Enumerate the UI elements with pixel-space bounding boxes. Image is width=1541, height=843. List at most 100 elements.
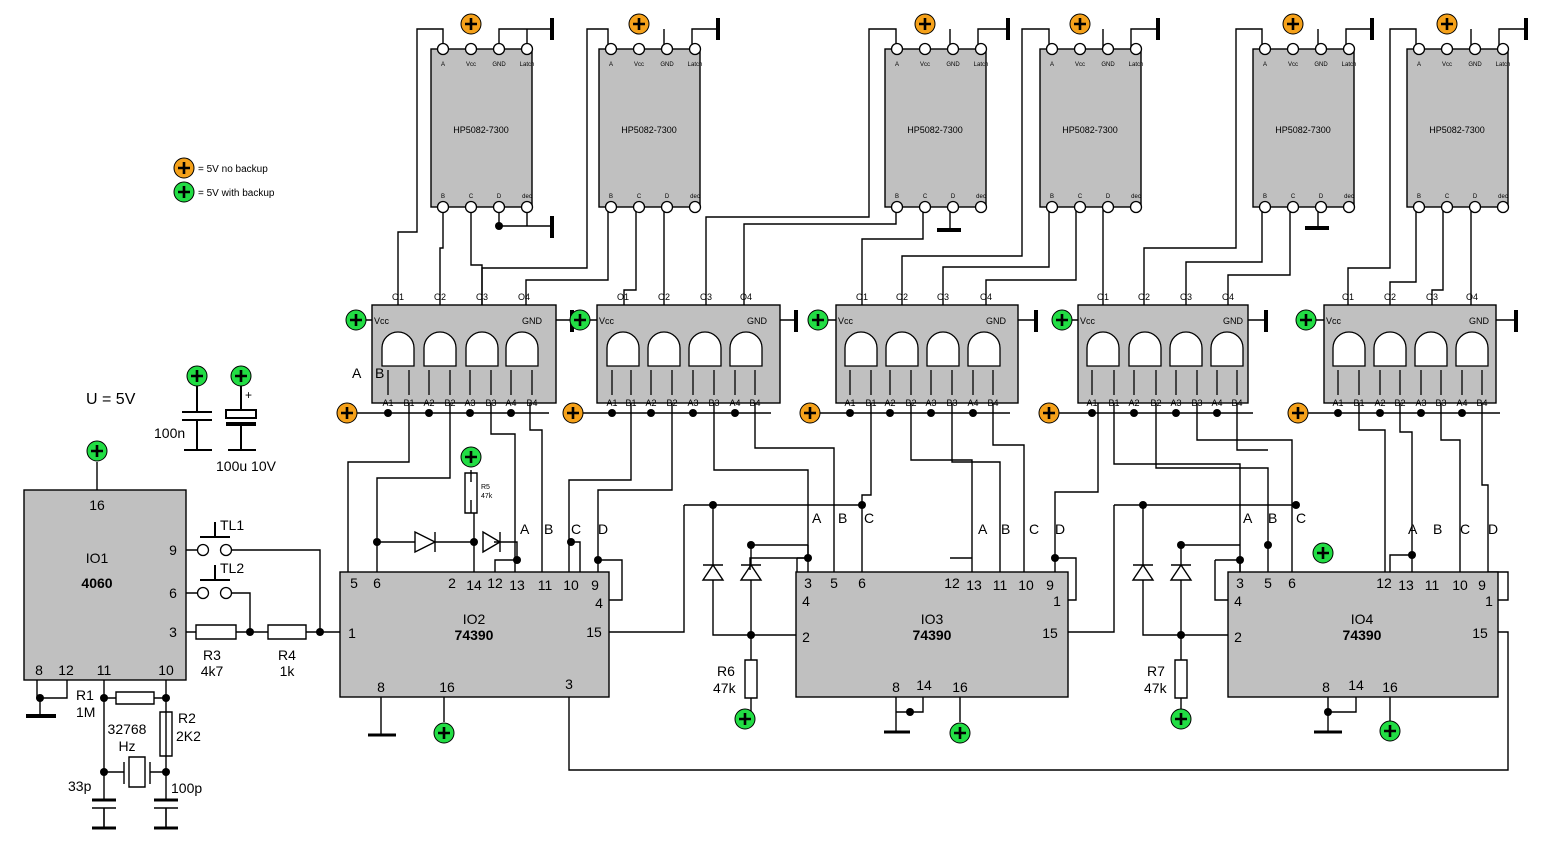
display-pin-label: Vcc [1442, 62, 1452, 68]
display-pin-label: D [1319, 194, 1324, 200]
io4-pin: 9 [1478, 577, 1486, 593]
crystal-frequency: 32768 [108, 721, 147, 737]
io3-pin: 15 [1042, 625, 1058, 641]
latch-output-label: O4 [1222, 292, 1234, 302]
junction-dot [804, 554, 812, 562]
junction-dot [689, 409, 697, 417]
io2-pin: 16 [439, 679, 455, 695]
io3-pin: 10 [1018, 577, 1034, 593]
latch-input-label: B1 [865, 398, 876, 408]
display-pin [1468, 200, 1482, 214]
latch-gnd-label: GND [986, 316, 1007, 326]
display-pin [1129, 42, 1143, 56]
display-pin [974, 42, 988, 56]
io3-pin: 11 [993, 577, 1008, 593]
bcd-line-label: A [352, 365, 362, 381]
io2-part: 74390 [455, 627, 494, 643]
supply-no-backup-icon [335, 401, 359, 425]
junction-dot [425, 409, 433, 417]
junction-dot [1417, 409, 1425, 417]
c2-label: 100u 10V [216, 458, 277, 474]
latch-output-label: O1 [392, 292, 404, 302]
junction-dot [1324, 708, 1332, 716]
display-pin [1258, 42, 1272, 56]
r3-value: 4k7 [201, 663, 224, 679]
display-pin-label: Vcc [466, 62, 476, 68]
io3-part: 74390 [913, 627, 952, 643]
latch-input-label: B4 [1476, 398, 1487, 408]
display-pin-label: GND [1314, 62, 1328, 68]
supply-with-backup-icon [1378, 719, 1402, 743]
display-pin-label: Vcc [920, 62, 930, 68]
latch-output-label: O1 [617, 292, 629, 302]
bcd-line-label: C [1460, 521, 1470, 537]
io2-pin: 5 [350, 575, 358, 591]
c1-label: 100n [154, 425, 185, 441]
display-part-label: HP5082-7300 [1429, 125, 1485, 135]
display-pin-label: Vcc [1288, 62, 1298, 68]
display-pin-label: dec [1498, 194, 1508, 200]
display-pin [604, 42, 618, 56]
io2-name: IO2 [463, 611, 486, 627]
io4-pin: 12 [1376, 575, 1392, 591]
latch-input-label: A2 [1128, 398, 1139, 408]
io3-pin: 1 [1053, 593, 1061, 609]
display-pin [1129, 200, 1143, 214]
display-pin [520, 200, 534, 214]
latch-input-label: A3 [1170, 398, 1181, 408]
supply-plus-icon [229, 364, 253, 388]
display-pin-label: B [1050, 194, 1054, 200]
bcd-line-label: C [571, 521, 581, 537]
display-pin-label: A [1050, 62, 1054, 68]
io1-pin: 10 [158, 662, 174, 678]
supply-with-backup-icon [568, 308, 592, 332]
display-pin [464, 42, 478, 56]
c3-label: 33p [68, 778, 92, 794]
supply-no-backup-icon [172, 156, 196, 180]
latch-input-label: B2 [1394, 398, 1405, 408]
display-pin [1440, 200, 1454, 214]
bcd-line-label: B [1268, 510, 1277, 526]
io4-pin: 13 [1398, 577, 1414, 593]
io2-pin: 4 [595, 595, 603, 611]
crystal-unit: Hz [118, 738, 135, 754]
junction-dot [886, 409, 894, 417]
r2-value: 2K2 [176, 728, 201, 744]
io4-pin: 16 [1382, 679, 1398, 695]
latch-output-label: O3 [700, 292, 712, 302]
supply-no-backup-icon [459, 12, 483, 36]
switch-contact [196, 543, 210, 557]
display-pin [492, 42, 506, 56]
display-pin [492, 200, 506, 214]
io4-name: IO4 [1351, 611, 1374, 627]
latch-output-label: O2 [434, 292, 446, 302]
io4-pin: 2 [1234, 629, 1242, 645]
latch-output-label: O3 [476, 292, 488, 302]
supply-no-backup-icon [561, 401, 585, 425]
latch-vcc-label: Vcc [838, 316, 854, 326]
display-pin [1101, 200, 1115, 214]
io3-pin: 8 [892, 679, 900, 695]
display-pin-label: dec [690, 194, 700, 200]
display-pin-label: B [1417, 194, 1421, 200]
display-pin [1045, 200, 1059, 214]
io1-pin: 3 [169, 624, 177, 640]
junction-dot [470, 538, 478, 546]
supply-with-backup-icon [459, 445, 483, 469]
latch-output-label: O4 [980, 292, 992, 302]
supply-with-backup-icon [1294, 308, 1318, 332]
supply-with-backup-icon [733, 707, 757, 731]
display-pin [1468, 42, 1482, 56]
display-pin [1258, 200, 1272, 214]
latch-input-label: B1 [1108, 398, 1119, 408]
polarity-label: + [245, 388, 252, 402]
junction-dot [373, 538, 381, 546]
supply-with-backup-icon [806, 308, 830, 332]
junction-dot [162, 768, 170, 776]
latch-input-label: B4 [1231, 398, 1242, 408]
io1-pin: 16 [89, 497, 105, 513]
latch-input-label: B4 [749, 398, 760, 408]
r1-name: R1 [76, 687, 94, 703]
display-pin-label: GND [1101, 62, 1115, 68]
junction-dot [567, 538, 575, 546]
